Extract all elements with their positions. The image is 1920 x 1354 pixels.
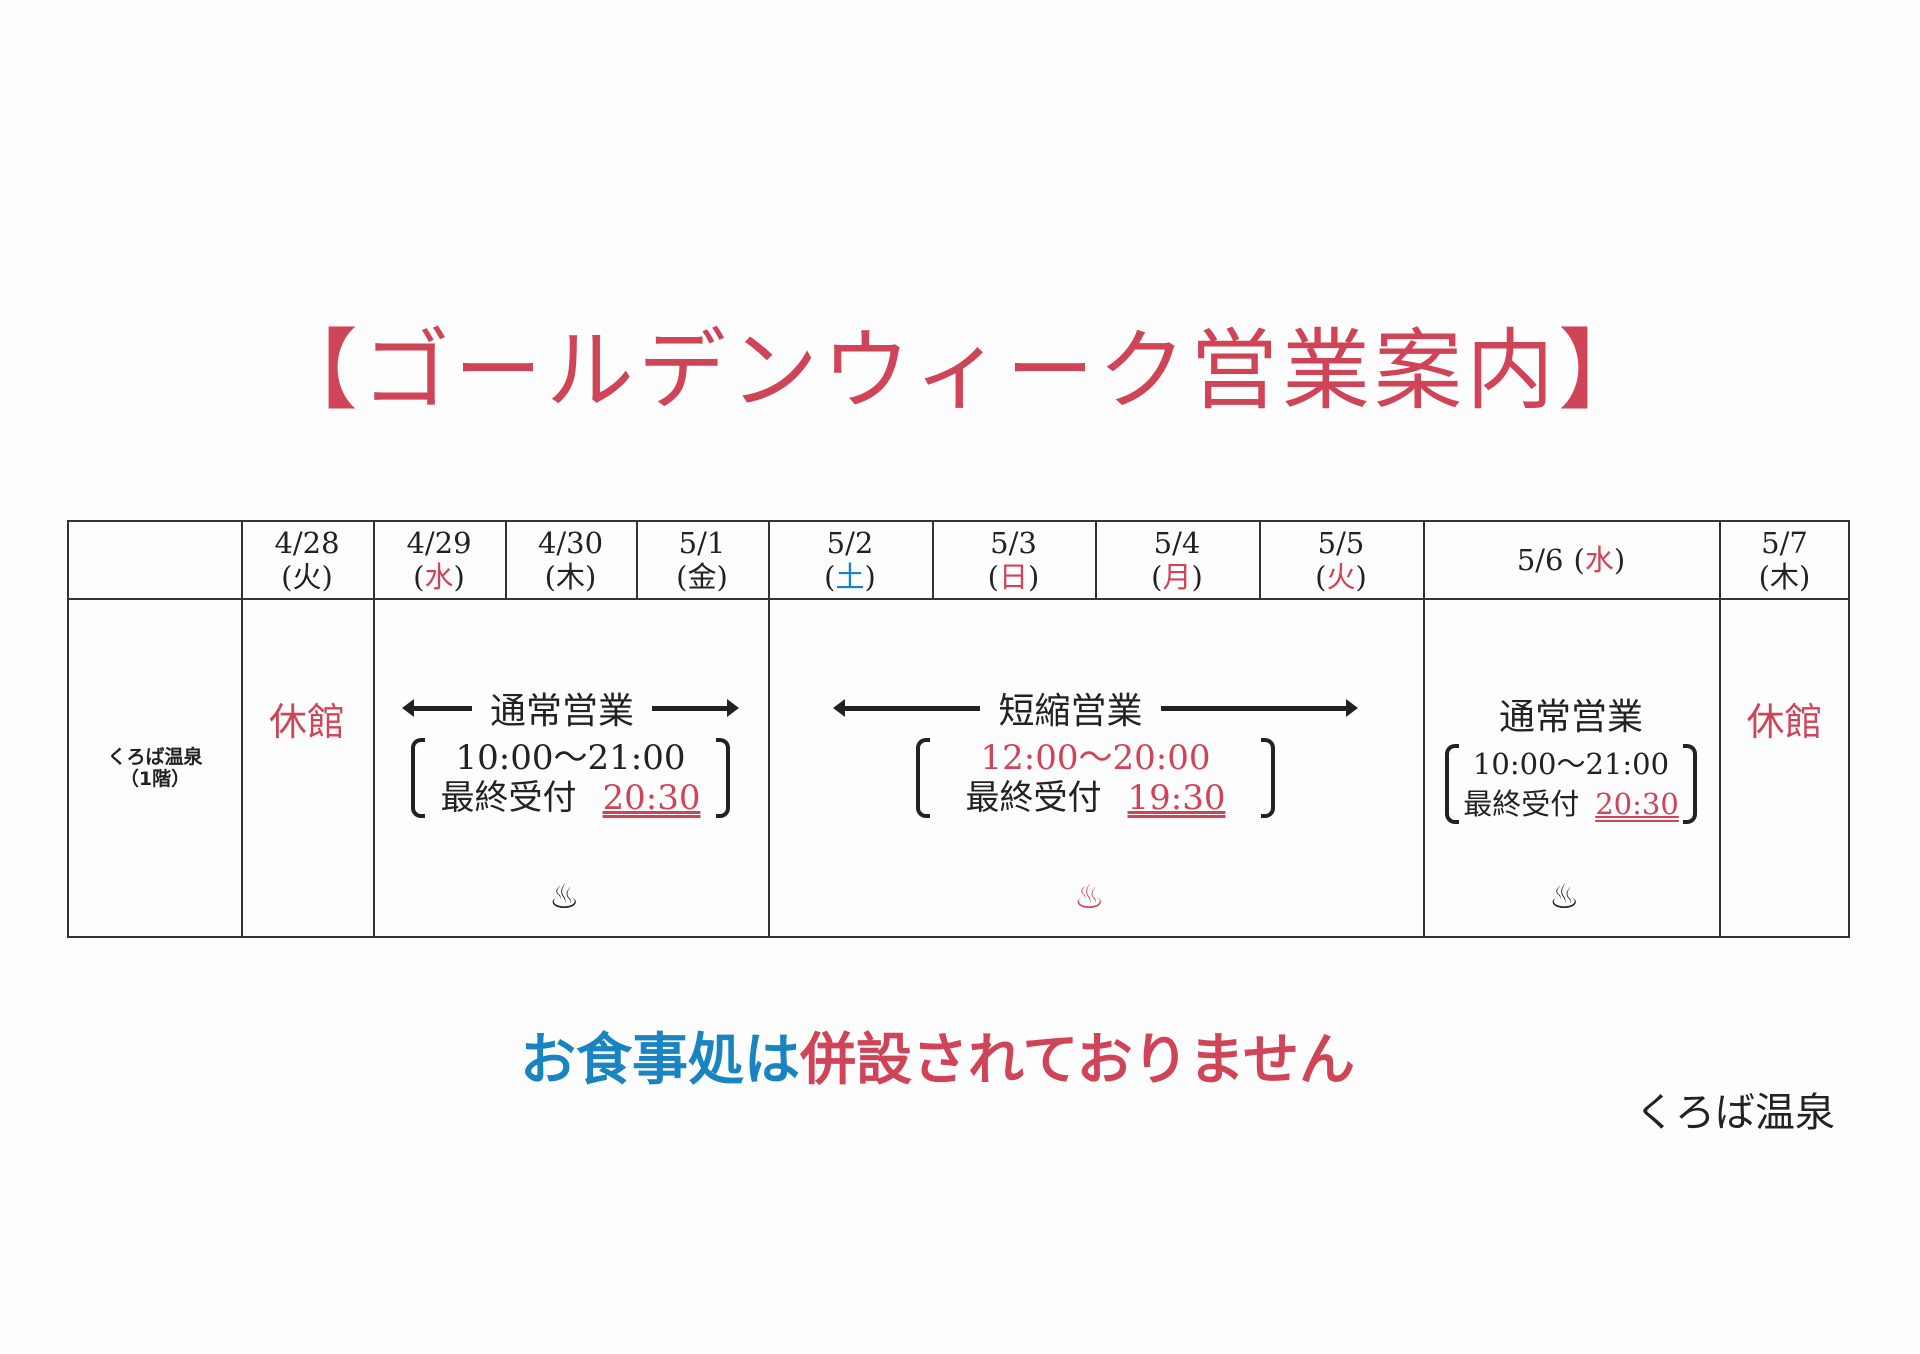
hours-bracket: 10:00〜21:00 最終受付 20:30 [1445,744,1697,824]
last-entry-time: 20:30 [602,778,701,818]
day-of-week: 月 [1162,560,1192,594]
header-day: 4/30(木) [537,526,604,594]
day-date: 4/29 [406,526,472,560]
hot-spring-icon: ♨ [1074,877,1105,917]
day-of-week: 火 [292,560,322,594]
day-of-week: 火 [1326,560,1356,594]
day-of-week: 土 [835,560,865,594]
header-day: 5/4(月) [1151,526,1203,594]
location-floor: （1階） [119,768,191,790]
day-of-week: 日 [998,560,1028,594]
day-date: 5/3 [990,526,1037,560]
location-name: くろば温泉 [107,746,203,768]
notice-part1: お食事処は [520,1028,801,1093]
day-date: 5/1 [678,526,726,560]
period-label: 短縮営業 [998,691,1143,732]
notice-part2: 併設されておりません [800,1028,1355,1093]
arrow-left-icon [401,698,472,717]
day-date: 5/6 [1516,543,1564,577]
arrow-right-icon [652,698,739,717]
header-day: 5/6(水) [1516,543,1626,577]
header-day: 4/28(火) [274,526,340,594]
day-date: 5/4 [1153,526,1201,560]
col-divider [768,522,770,936]
schedule-table: 4/28(火) 4/29(水) 4/30(木) 5/1(金) 5/2(土) 5/… [67,520,1850,938]
col-divider [241,522,243,936]
day-date: 5/2 [826,526,874,560]
col-divider [636,522,638,598]
header-day: 4/29(水) [406,526,472,594]
dining-notice: お食事処は併設されておりません [0,1015,1875,1096]
signature: くろば温泉 [1635,1090,1835,1136]
header-day: 5/5(火) [1315,526,1367,594]
day-of-week: 木 [1769,560,1799,594]
period-label: 通常営業 [489,691,634,732]
col-divider [1095,522,1097,598]
hours-bracket: 12:00〜20:00 最終受付 19:30 [915,738,1276,818]
arrow-right-icon [1160,698,1358,717]
hours: 10:00〜21:00 [455,738,686,778]
day-date: 5/7 [1761,526,1808,560]
header-divider [69,598,1848,600]
header-day: 5/2(土) [824,526,876,594]
period-normal-2: 通常営業 10:00〜21:00 最終受付 20:30 [1423,688,1719,824]
col-divider [1719,522,1721,936]
period-short: 短縮営業 12:00〜20:00 最終受付 19:30 [768,682,1423,818]
closed-label: 休館 [1746,699,1823,744]
last-entry-time: 19:30 [1127,778,1226,818]
day-of-week: 金 [687,560,717,594]
hours: 12:00〜20:00 [980,738,1211,778]
day-date: 4/28 [274,526,340,560]
col-divider [373,522,375,936]
day-of-week: 水 [1584,543,1614,577]
day-date: 4/30 [537,526,604,560]
header-day: 5/1(金) [676,526,728,594]
period-label: 通常営業 [1498,697,1643,738]
col-divider [932,522,934,598]
last-entry-label: 最終受付 [1463,787,1580,821]
hot-spring-icon: ♨ [549,877,580,917]
location-label: くろば温泉（1階） [69,600,241,936]
hours-bracket: 10:00〜21:00 最終受付 20:30 [410,738,731,818]
col-divider [505,522,507,598]
page-title: 【ゴールデンウィーク営業案内】 [269,319,1650,422]
col-divider [1423,522,1425,936]
day-date: 5/5 [1317,526,1365,560]
last-entry-time: 20:30 [1595,787,1679,821]
hours: 10:00〜21:00 [1472,747,1670,781]
day-of-week: 水 [424,560,454,594]
header-day: 5/7(木) [1758,526,1811,594]
header-day: 5/3(日) [987,526,1040,594]
col-divider [1259,522,1261,598]
day-of-week: 木 [555,560,585,594]
period-normal-1: 通常営業 10:00〜21:00 最終受付 20:30 [373,682,768,818]
last-entry-label: 最終受付 [440,778,577,818]
closed-label: 休館 [268,699,345,744]
arrow-left-icon [833,698,981,717]
last-entry-label: 最終受付 [965,778,1102,818]
hot-spring-icon: ♨ [1549,877,1580,917]
